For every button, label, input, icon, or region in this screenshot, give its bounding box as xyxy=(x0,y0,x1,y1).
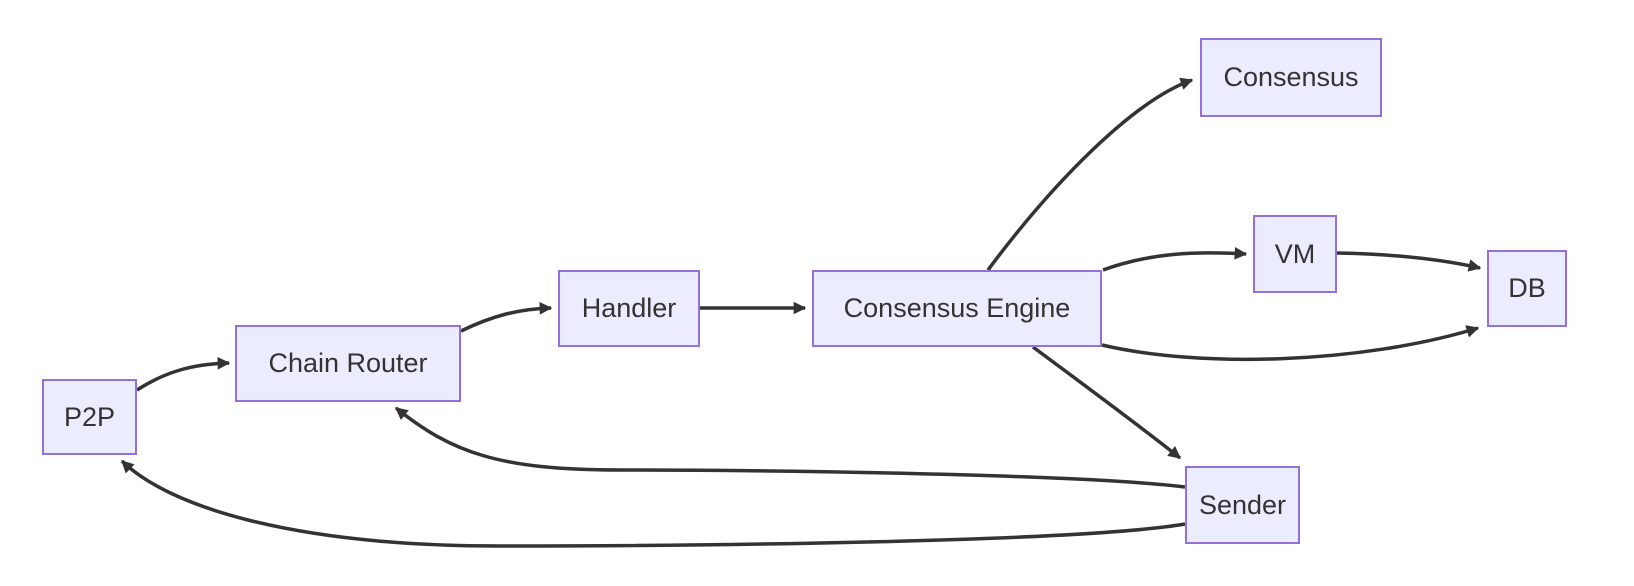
edge-sender-to-p2p xyxy=(120,459,1186,548)
edge-consensus-engine-to-vm xyxy=(1102,247,1248,272)
node-p2p-label: P2P xyxy=(63,401,116,432)
node-chain-router-label: Chain Router xyxy=(268,348,428,378)
node-sender: Sender xyxy=(1185,466,1300,544)
node-vm-label: VM xyxy=(1274,238,1316,269)
node-chain-router: Chain Router xyxy=(235,325,461,402)
node-handler: Handler xyxy=(558,270,700,347)
node-p2p: P2P xyxy=(42,379,137,455)
node-consensus-engine-label: Consensus Engine xyxy=(843,293,1071,323)
edge-p2p-to-chain-router xyxy=(136,357,231,392)
node-consensus: Consensus xyxy=(1200,38,1382,117)
node-handler-label: Handler xyxy=(581,293,677,323)
node-db-label: DB xyxy=(1508,273,1546,303)
edge-sender-to-chain-router xyxy=(394,406,1186,489)
node-db: DB xyxy=(1487,250,1567,327)
node-vm: VM xyxy=(1253,215,1337,293)
edge-consensus-engine-to-db xyxy=(1101,325,1480,362)
edge-vm-to-db xyxy=(1336,251,1482,272)
node-consensus-label: Consensus xyxy=(1223,62,1359,92)
edge-consensus-engine-to-consensus xyxy=(986,77,1194,272)
node-consensus-engine: Consensus Engine xyxy=(812,270,1102,347)
edge-chain-router-to-handler xyxy=(460,302,553,333)
edge-consensus-engine-to-sender xyxy=(1031,345,1182,460)
node-sender-label: Sender xyxy=(1198,489,1287,520)
